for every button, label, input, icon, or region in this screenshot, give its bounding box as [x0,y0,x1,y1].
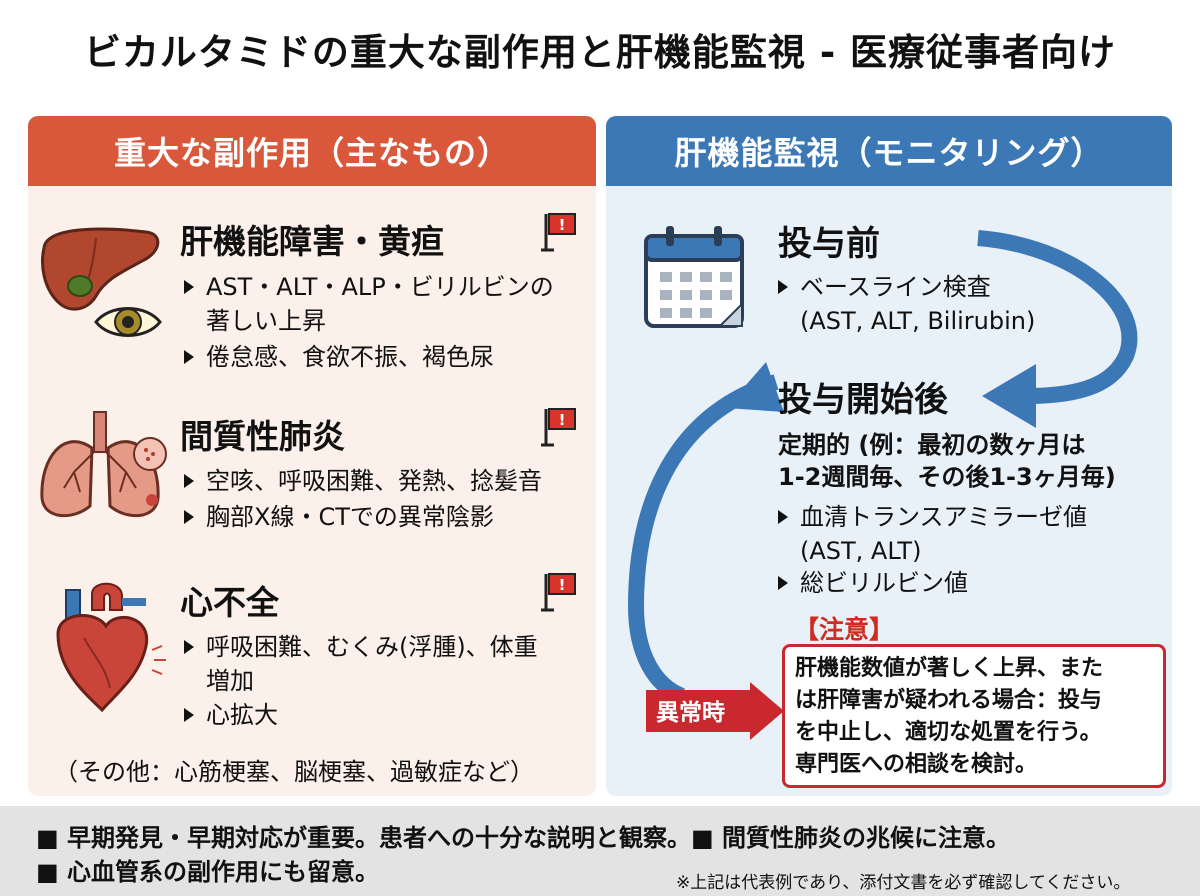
lungs-icon [34,408,170,528]
lung-bullet-2: 胸部X線・CTでの異常陰影 [184,500,584,534]
caution-line: 肝機能数値が著しく上昇、また [795,656,1104,681]
liver-section-title: 肝機能障害・黄疸 [180,222,444,261]
periodic-line-2: 1-2週間毎、その後1-3ヶ月毎) [778,463,1116,491]
monitoring-header: 肝機能監視（モニタリング） [606,116,1172,186]
abnormal-label: 異常時 [656,700,725,726]
bullet-triangle-icon [184,640,194,654]
bullet-triangle-icon [184,280,194,294]
warning-flag-icon: ! [540,210,580,252]
before-dosing-title: 投与前 [778,224,880,264]
bullet-triangle-icon [778,280,788,294]
caution-box: 肝機能数値が著しく上昇、また は肝障害が疑われる場合：投与 を中止し、適切な処置… [782,644,1166,788]
bullet-triangle-icon [184,510,194,524]
bilirubin-bullet: 総ビリルビン値 [778,566,1138,600]
heart-icon [36,576,172,716]
page-title: ビカルタミドの重大な副作用と肝機能監視 - 医療従事者向け [83,31,1117,74]
warning-flag-icon: ! [540,405,580,447]
bullet-triangle-icon [184,350,194,364]
heart-section-title: 心不全 [180,583,279,622]
bullet-triangle-icon [778,576,788,590]
periodic-line-1: 定期的 (例：最初の数ヶ月は [778,431,1086,459]
side-effects-header: 重大な副作用（主なもの） [28,116,596,186]
caution-line: は肝障害が疑われる場合：投与 [795,688,1102,713]
abnormal-arrow [646,682,784,740]
calendar-icon [640,222,750,332]
caution-label: 【注意】 [794,615,895,644]
svg-text:!: ! [559,411,566,429]
baseline-test-bullet: ベースライン検査(AST, ALT, Bilirubin) [778,270,1078,338]
monitoring-flow-arrows [627,230,1138,704]
after-dosing-title: 投与開始後 [778,380,948,420]
svg-text:!: ! [559,216,566,234]
svg-text:!: ! [559,576,566,594]
lung-section-title: 間質性肺炎 [180,417,345,456]
lung-bullet-1: 空咳、呼吸困難、発熱、捻髪音 [184,464,584,498]
caution-line: 専門医への相談を検討。 [795,752,1038,777]
warning-flag-icon: ! [540,570,580,612]
liver-eye-icon [36,218,166,348]
heart-bullet-2: 心拡大 [184,698,584,732]
footer-line-1: ■ 早期発見・早期対応が重要。患者への十分な説明と観察。■ 間質性肺炎の兆候に注… [36,824,1011,852]
other-side-effects: （その他：心筋梗塞、脳梗塞、過敏症など） [54,758,534,786]
transaminase-bullet: 血清トランスアミラーゼ値(AST, ALT) [778,500,1138,568]
caution-line: を中止し、適切な処置を行う。 [795,720,1102,745]
liver-bullet-1: AST・ALT・ALP・ビリルビンの著しい上昇 [184,270,584,338]
bullet-triangle-icon [778,510,788,524]
footer-note: ※上記は代表例であり、添付文書を必ず確認してください。 [676,873,1131,893]
heart-bullet-1: 呼吸困難、むくみ(浮腫)、体重増加 [184,630,584,698]
bullet-triangle-icon [184,708,194,722]
liver-bullet-2: 倦怠感、食欲不振、褐色尿 [184,340,584,374]
bullet-triangle-icon [184,474,194,488]
footer-line-2: ■ 心血管系の副作用にも留意。 [36,858,380,886]
footer [0,806,1200,896]
